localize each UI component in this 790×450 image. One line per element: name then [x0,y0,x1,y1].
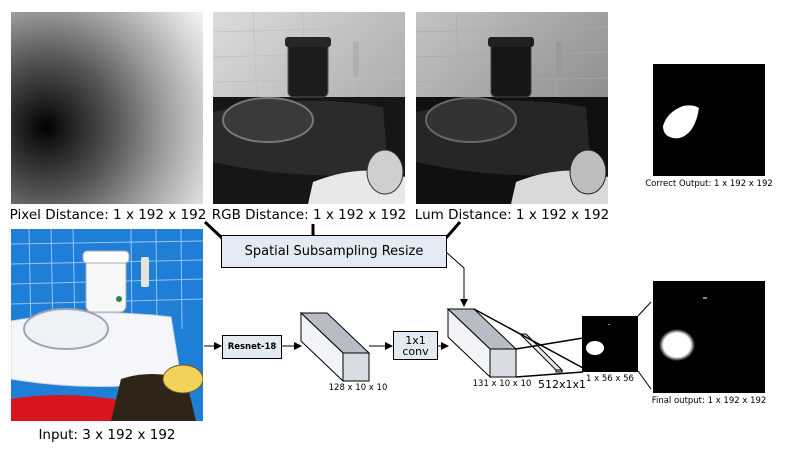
spatial-subsampling-resize-box: Spatial Subsampling Resize [221,235,447,268]
input-image [11,229,203,421]
expand-line-mid [515,337,584,350]
conv-label-line1: 1x1 [405,333,426,347]
input-bathroom-photo [11,229,203,421]
final-output-caption: Final output: 1 x 192 x 192 [651,396,767,406]
arrow-resize-to-concat [445,251,468,307]
tensor1-block [299,311,371,383]
correct-output-blob [663,105,699,139]
final-output-blob [659,297,707,361]
fc-slab [518,333,564,373]
small-output-dims: 1 x 56 x 56 [586,374,634,384]
zoom-line-top [637,301,652,317]
small-output-mask [582,316,638,372]
resize-label: Spatial Subsampling Resize [244,244,424,259]
rgb-distance-caption: RGB Distance: 1 x 192 x 192 [211,207,407,223]
rgb-distance-image [213,12,405,204]
lum-distance-image [416,12,608,204]
connector-pixel-to-resize [203,220,224,240]
small-output-blob [586,324,610,355]
tensor2-dims: 131 x 10 x 10 [472,379,532,389]
conv-box: 1x1 conv [393,331,438,360]
fc-dims: 512x1x1 [537,378,586,391]
expand-line-top [473,308,584,369]
tensor2-block [446,307,518,379]
tensor1-dims: 128 x 10 x 10 [328,383,388,393]
pixel-distance-caption: Pixel Distance: 1 x 192 x 192 [9,207,207,223]
resnet-label: Resnet-18 [227,342,277,352]
final-output-mask [653,281,765,393]
correct-output-caption: Correct Output: 1 x 192 x 192 [645,179,773,189]
lum-distance-caption: Lum Distance: 1 x 192 x 192 [414,207,610,223]
pixel-distance-map [11,12,203,204]
correct-output-mask [653,64,765,176]
lum-distance-map [416,12,608,204]
connector-lum-to-resize [444,221,462,239]
resnet-box: Resnet-18 [222,335,282,359]
conv-label-line2: conv [402,344,429,358]
input-caption: Input: 3 x 192 x 192 [38,427,176,443]
rgb-distance-map [213,12,405,204]
expand-line-bottom [515,371,584,378]
